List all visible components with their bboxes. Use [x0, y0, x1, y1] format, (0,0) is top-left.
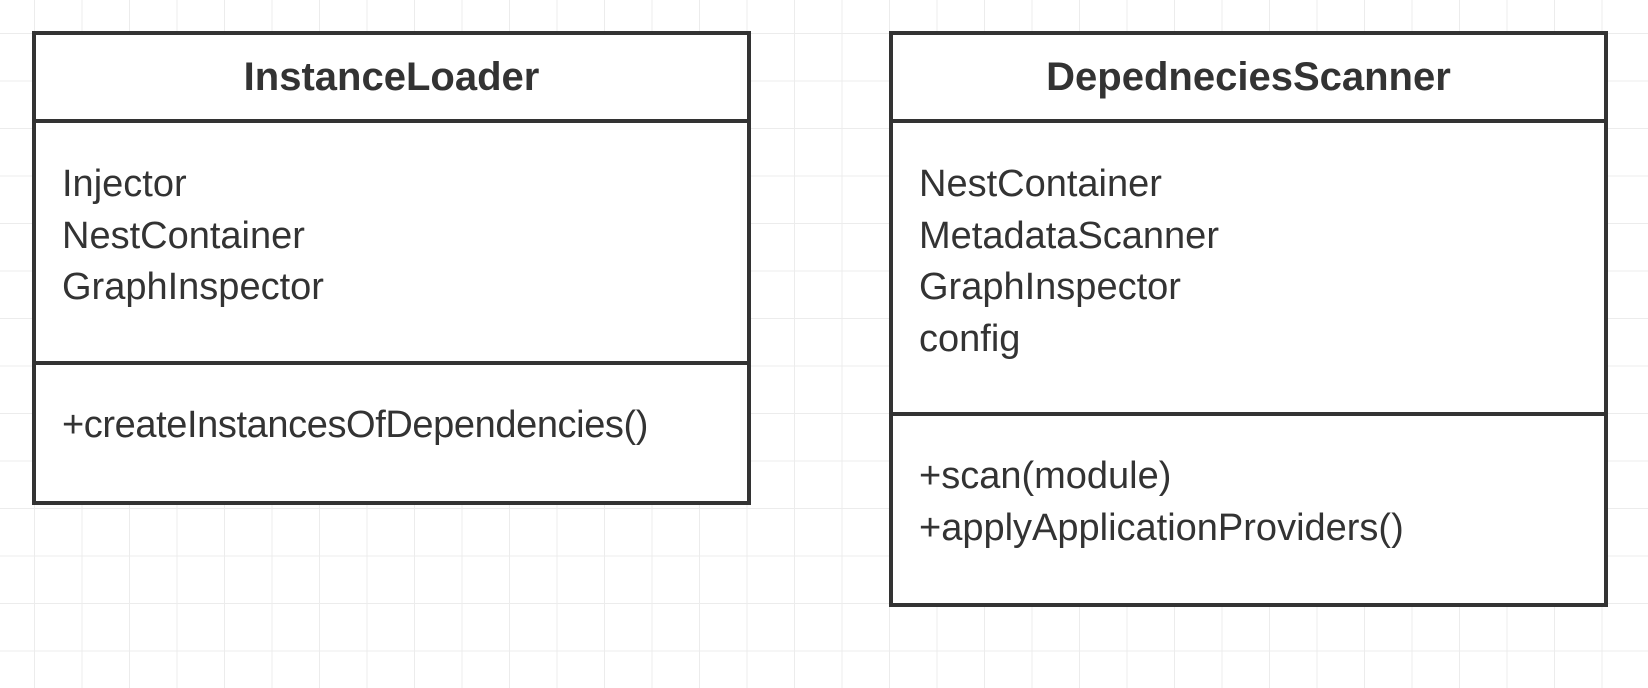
attribute: config — [919, 317, 1021, 360]
attribute: NestContainer — [62, 214, 305, 257]
attribute: Injector — [62, 163, 187, 205]
class-name: DepedneciesScanner — [893, 35, 1604, 123]
attributes-section: NestContainer MetadataScanner GraphInspe… — [893, 123, 1604, 416]
method: +applyApplicationProviders() — [919, 506, 1404, 549]
class-name: InstanceLoader — [36, 35, 747, 123]
method: +scan(module) — [919, 455, 1172, 497]
methods-section: +createInstancesOfDependencies() — [36, 365, 747, 452]
method: +createInstancesOfDependencies() — [62, 404, 649, 446]
attribute: GraphInspector — [62, 266, 324, 308]
attribute: MetadataScanner — [919, 214, 1219, 257]
attribute: GraphInspector — [919, 266, 1181, 308]
attributes-section: Injector NestContainer GraphInspector — [36, 123, 747, 365]
attribute: NestContainer — [919, 163, 1162, 205]
class-box-instance-loader[interactable]: InstanceLoader Injector NestContainer Gr… — [32, 31, 751, 505]
class-box-dependencies-scanner[interactable]: DepedneciesScanner NestContainer Metadat… — [889, 31, 1608, 607]
methods-section: +scan(module) +applyApplicationProviders… — [893, 416, 1604, 554]
